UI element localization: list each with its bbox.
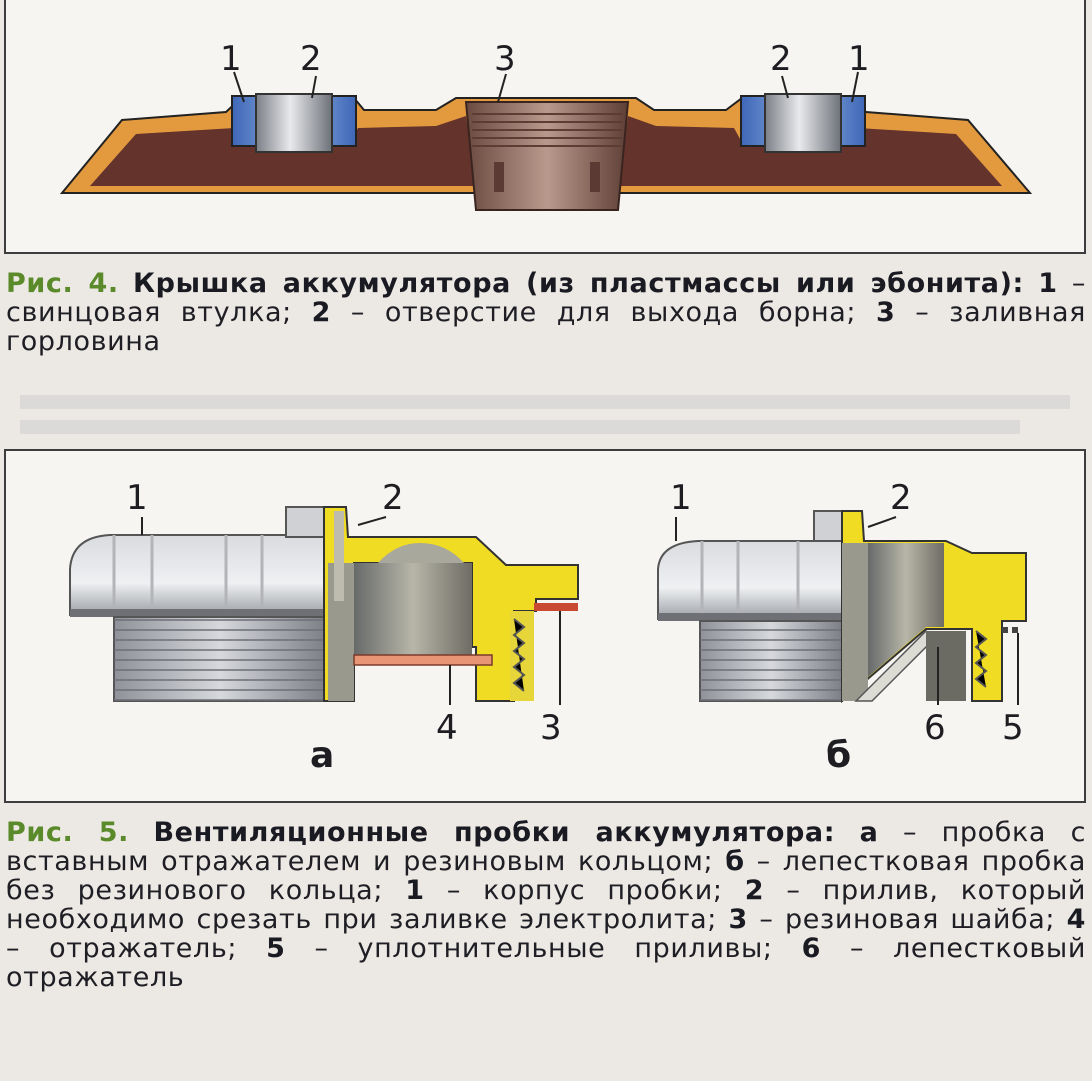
plug-b-label-1: 1 bbox=[670, 478, 692, 518]
caption-item-num: а bbox=[859, 817, 879, 848]
caption-item-num: 1 bbox=[1038, 268, 1058, 299]
caption-item-text: – пробка с вставным отражателем и резино… bbox=[6, 817, 1087, 877]
vent-plugs-drawing: 1 2 3 4 а 1 2 5 6 б bbox=[69, 478, 1027, 776]
caption-item-text: – прилив, который необходимо срезать при… bbox=[6, 875, 1087, 935]
plug-a-sublabel: а bbox=[310, 735, 334, 776]
caption-item-text: – свинцовая втулка; bbox=[6, 268, 1087, 328]
plug-b-label-5: 5 bbox=[1002, 708, 1024, 748]
battery-cover-drawing: 1 2 3 2 1 bbox=[59, 39, 1033, 211]
fig4-label-left-1: 1 bbox=[220, 39, 242, 79]
fig4-label-right-1: 1 bbox=[848, 39, 870, 79]
caption-item-num: б bbox=[725, 846, 745, 877]
caption-item-num: 5 bbox=[266, 933, 286, 964]
caption-item-text: – заливная горловина bbox=[6, 297, 1086, 357]
caption-item-num: 4 bbox=[1066, 904, 1086, 935]
caption-item-num: 1 bbox=[405, 875, 425, 906]
caption-lead: Рис. 4. bbox=[6, 268, 119, 299]
figure-4-battery-cover: 1 2 3 2 1 bbox=[4, 0, 1086, 254]
caption-item-num: 2 bbox=[744, 875, 765, 906]
fig4-label-left-2: 2 bbox=[300, 39, 322, 79]
caption-item-text: – корпус пробки; bbox=[446, 875, 723, 906]
caption-item-num: 3 bbox=[875, 297, 896, 328]
caption-item-text: – отражатель; bbox=[6, 933, 238, 964]
plug-a-label-3: 3 bbox=[540, 708, 562, 748]
plug-a bbox=[69, 506, 579, 702]
fig4-label-3: 3 bbox=[494, 39, 516, 79]
fig4-label-right-2: 2 bbox=[770, 39, 792, 79]
plug-b bbox=[657, 510, 1027, 704]
figure-5-vent-plugs: 1 2 3 4 а 1 2 5 6 б bbox=[4, 449, 1086, 803]
plug-b-label-6: 6 bbox=[924, 708, 946, 748]
caption-item-text: – лепестковая пробка без резинового коль… bbox=[6, 846, 1086, 906]
caption-item-text: – отверстие для выхода борна; bbox=[350, 297, 857, 328]
plug-a-label-1: 1 bbox=[126, 478, 148, 518]
plug-b-sublabel: б bbox=[826, 735, 851, 776]
plug-a-label-4: 4 bbox=[436, 708, 458, 748]
figure-4-caption: Рис. 4. Крышка аккумулятора (из пластмас… bbox=[6, 269, 1086, 356]
caption-lead: Рис. 5. bbox=[6, 817, 129, 848]
caption-item-num: 2 bbox=[311, 297, 332, 328]
caption-item-text: – уплотнительные приливы; bbox=[314, 933, 773, 964]
plug-b-label-2: 2 bbox=[890, 478, 912, 518]
caption-item-text: – резиновая шайба; bbox=[759, 904, 1056, 935]
caption-item-num: 6 bbox=[801, 933, 821, 964]
plug-a-label-2: 2 bbox=[382, 478, 404, 518]
caption-title: Вентиляционные пробки аккумулятора: bbox=[153, 817, 836, 848]
caption-item-text: – лепестковый отражатель bbox=[6, 933, 1086, 993]
caption-item-num: 3 bbox=[728, 904, 748, 935]
caption-title: Крышка аккумулятора (из пластмассы или э… bbox=[133, 268, 1024, 299]
figure-5-caption: Рис. 5. Вентиляционные пробки аккумулято… bbox=[6, 818, 1086, 992]
